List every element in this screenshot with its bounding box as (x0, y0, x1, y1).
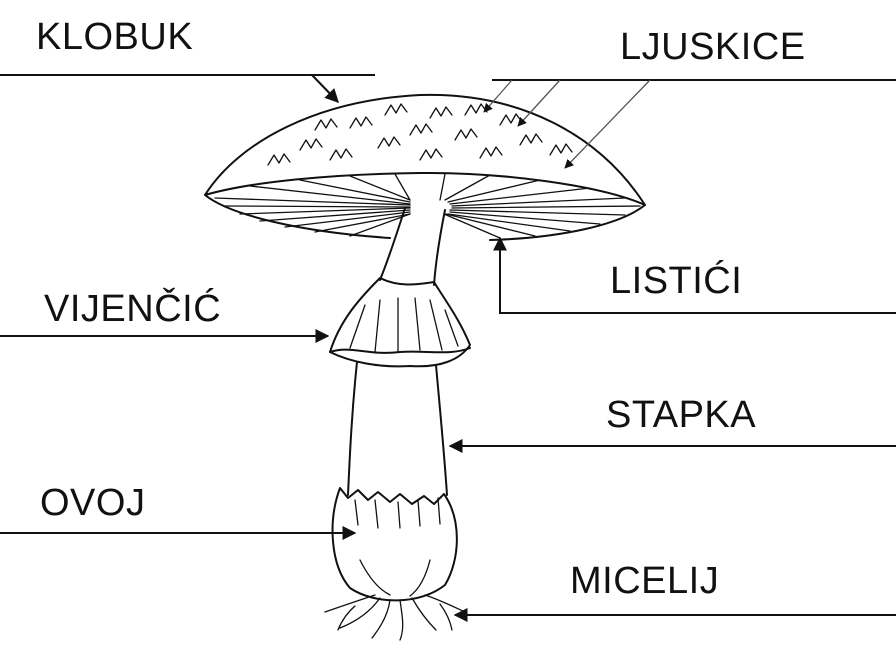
ljuskice-arrow-3 (564, 79, 651, 169)
gills (214, 173, 641, 239)
mushroom-cap (204, 93, 646, 241)
ljuskice-arrow-2 (517, 79, 561, 127)
lower-stem (347, 361, 448, 496)
label-vijencic: VIJENČIĆ (44, 288, 222, 330)
mycelium (324, 594, 466, 641)
listici-leader-line (493, 236, 896, 314)
cap-scales (267, 103, 573, 166)
ljuskice-arrow-1 (483, 79, 513, 113)
label-klobuk: KLOBUK (36, 16, 194, 58)
label-listici: LISTIĆI (610, 260, 743, 302)
label-stapka: STAPKA (606, 394, 757, 436)
ring (329, 277, 471, 368)
upper-stem (379, 207, 446, 286)
label-ovoj: OVOJ (40, 482, 146, 524)
label-micelij: MICELIJ (570, 560, 720, 602)
klobuk-arrow (311, 74, 339, 104)
label-ljuskice: LJUSKICE (620, 26, 806, 68)
volva (331, 487, 458, 602)
